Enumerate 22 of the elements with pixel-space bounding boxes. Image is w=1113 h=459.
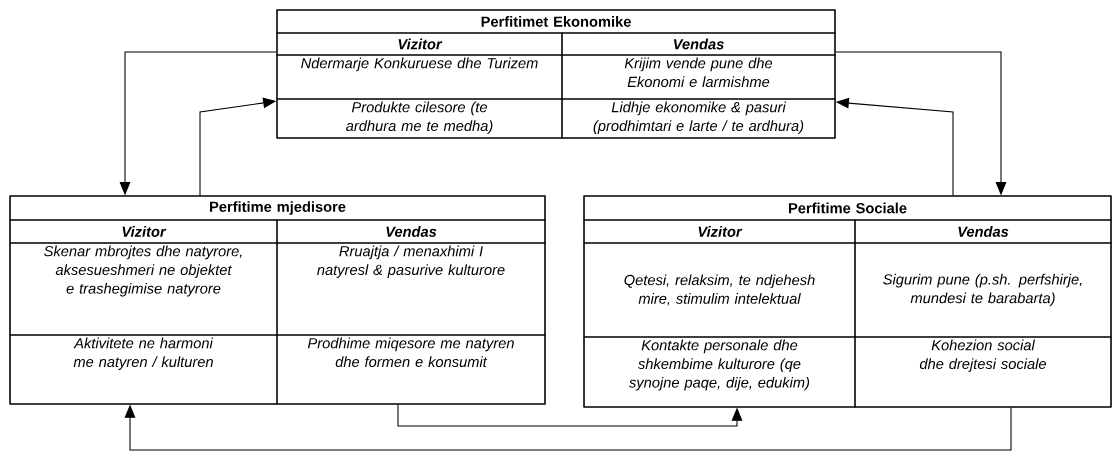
table-cell: Rruajtja / menaxhimi I natyresl & pasurive kulturore — [276, 242, 546, 336]
column-header: Vendas — [276, 219, 546, 244]
table-cell: Ndermarje Konkuruese dhe Turizem — [276, 54, 563, 100]
table-cell: Qetesi, relaksim, te ndjehesh mire, stimulim intelektual — [583, 242, 856, 338]
table-title: Perfitime mjedisore — [9, 195, 546, 221]
arrow — [397, 404, 743, 427]
table-title: Perfitimet Ekonomike — [276, 9, 836, 34]
table-cell: Aktivitete ne harmoni me natyren / kulturen — [9, 334, 278, 405]
table-cell: Prodhime miqesore me natyren dhe formen e konsumit — [276, 334, 546, 405]
table-cell: Krijim vende pune dhe Ekonomi e larmishme — [561, 54, 836, 100]
table-cell: Produkte cilesore (te ardhura me te medha) — [276, 98, 563, 139]
table-cell: Kohezion social dhe drejtesi sociale — [854, 336, 1112, 408]
column-header: Vizitor — [9, 219, 278, 244]
table-cell: Skenar mbrojtes dhe natyrore, aksesueshmeri ne objektet e trashegimise natyrore — [9, 242, 278, 336]
table-cell: Kontakte personale dhe shkembime kulturore (qe synojne paqe, dije, edukim) — [583, 336, 856, 408]
table-cell: Lidhje ekonomike & pasuri (prodhimtari e larte / te ardhura) — [561, 98, 836, 139]
table-title: Perfitime Sociale — [583, 195, 1112, 221]
column-header: Vendas — [854, 219, 1112, 244]
column-header: Vizitor — [583, 219, 856, 244]
column-header: Vendas — [561, 32, 836, 56]
table-cell: Sigurim pune (p.sh. perfshirje, mundesi te barabarta) — [854, 242, 1112, 338]
column-header: Vizitor — [276, 32, 563, 56]
